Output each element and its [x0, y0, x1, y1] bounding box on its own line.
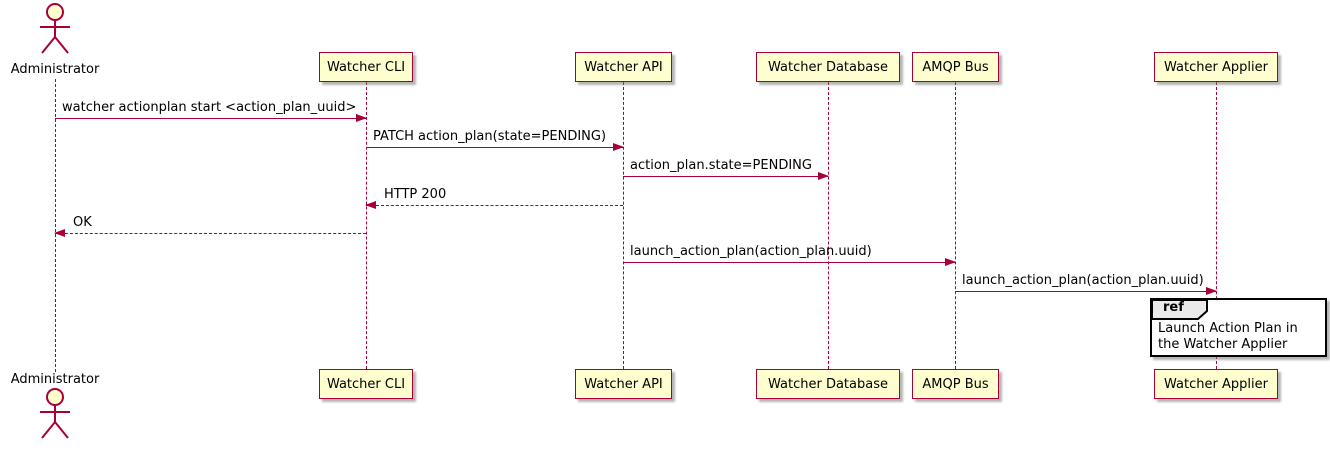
message-label: PATCH action_plan(state=PENDING): [373, 129, 607, 144]
arrowhead-icon: [613, 143, 624, 151]
participant-watcher-database-top: Watcher Database: [756, 52, 900, 82]
message-line: [623, 262, 955, 263]
arrowhead-icon: [1206, 287, 1217, 295]
ref-fragment: ref Launch Action Plan in the Watcher Ap…: [1150, 298, 1327, 357]
participant-watcher-applier-bottom: Watcher Applier: [1154, 369, 1278, 399]
participant-watcher-applier-top: Watcher Applier: [1154, 52, 1278, 82]
lifeline-administrator: [55, 79, 56, 372]
participant-watcher-api-top: Watcher API: [575, 52, 672, 82]
arrowhead-icon: [365, 201, 376, 209]
actor-label-bottom: Administrator: [10, 372, 100, 387]
participant-watcher-database-bottom: Watcher Database: [756, 369, 900, 399]
message-line: [55, 233, 366, 234]
message-line: [955, 291, 1216, 292]
message-label: launch_action_plan(action_plan.uuid): [962, 273, 1204, 288]
message-line: [55, 118, 366, 119]
arrowhead-icon: [356, 114, 367, 122]
ref-tab: ref: [1151, 299, 1209, 325]
lifeline-amqp-bus: [955, 82, 956, 369]
participant-watcher-api-bottom: Watcher API: [575, 369, 672, 399]
message-line: [366, 147, 623, 148]
lifeline-watcher-database: [828, 82, 829, 369]
lifeline-watcher-api: [623, 82, 624, 369]
arrowhead-icon: [945, 258, 956, 266]
ref-text: Launch Action Plan in the Watcher Applie…: [1158, 321, 1298, 352]
ref-keyword: ref: [1163, 300, 1184, 315]
arrowhead-icon: [818, 172, 829, 180]
message-line: [366, 205, 623, 206]
message-label: HTTP 200: [384, 187, 447, 202]
message-label: OK: [73, 215, 92, 230]
participant-watcher-cli-top: Watcher CLI: [319, 52, 413, 82]
lifeline-watcher-applier: [1216, 82, 1217, 369]
actor-icon: [40, 3, 70, 54]
participant-amqp-bus-top: AMQP Bus: [912, 52, 999, 82]
participant-watcher-cli-bottom: Watcher CLI: [319, 369, 413, 399]
message-label: watcher actionplan start <action_plan_uu…: [62, 100, 357, 115]
actor-label-top: Administrator: [10, 62, 100, 77]
lifeline-watcher-cli: [366, 82, 367, 369]
actor-icon: [40, 388, 70, 439]
message-label: launch_action_plan(action_plan.uuid): [630, 244, 872, 259]
participant-amqp-bus-bottom: AMQP Bus: [912, 369, 999, 399]
arrowhead-icon: [54, 229, 65, 237]
ref-tab-shape-icon: [1151, 299, 1208, 320]
message-label: action_plan.state=PENDING: [630, 158, 812, 173]
message-line: [623, 176, 828, 177]
